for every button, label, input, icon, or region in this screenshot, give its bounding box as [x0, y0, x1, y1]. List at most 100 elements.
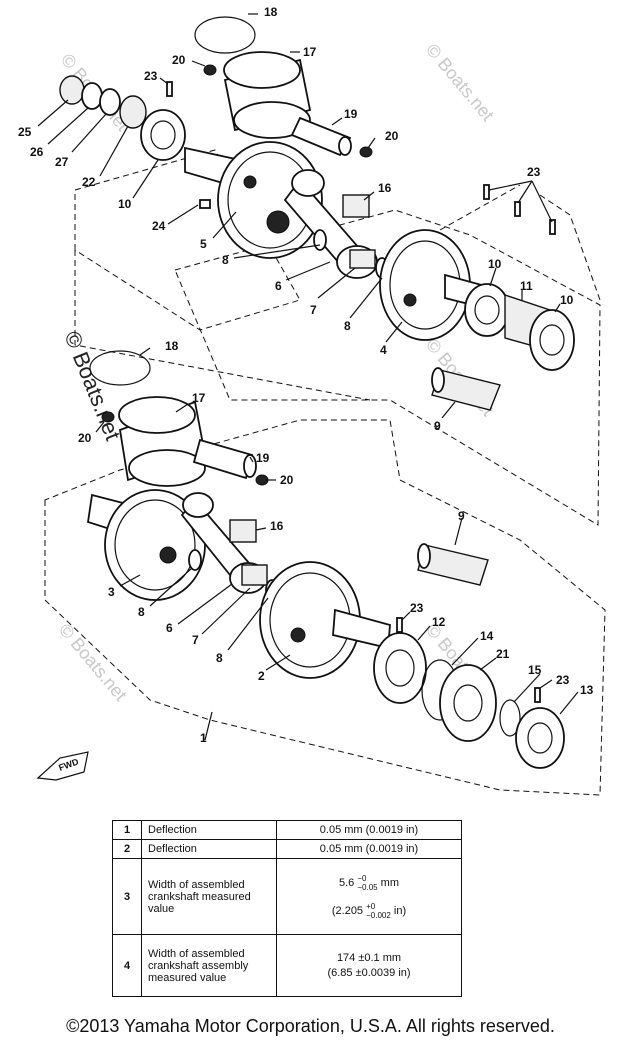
specification-table: 1 Deflection 0.05 mm (0.0019 in) 2 Defle…	[112, 820, 462, 997]
callout-12: 12	[432, 615, 446, 629]
crank-pin	[241, 564, 268, 586]
callout-10: 10	[118, 197, 132, 211]
piston-clip	[359, 146, 373, 158]
callout-23: 23	[527, 165, 541, 179]
callout-14: 14	[480, 629, 494, 643]
callout-13: 13	[580, 683, 594, 697]
main-bearing	[515, 707, 565, 769]
piston-ring	[89, 350, 151, 386]
row-number: 2	[112, 839, 142, 859]
row-number: 4	[112, 934, 142, 997]
value-line: (6.85 ±0.0039 in)	[327, 966, 411, 979]
lower-crank-assembly: FWD	[36, 350, 565, 781]
main-bearing	[140, 109, 186, 161]
callout-19: 19	[344, 107, 358, 121]
oil-seal	[59, 75, 85, 105]
callout-20: 20	[78, 431, 92, 445]
piston-ring	[194, 16, 256, 54]
callout-17: 17	[303, 45, 317, 59]
callout-17: 17	[192, 391, 206, 405]
callout-26: 26	[30, 145, 44, 159]
callout-21: 21	[496, 647, 510, 661]
callout-16: 16	[270, 519, 284, 533]
value-mm: 5.6 −0 −0.05 mm	[283, 874, 455, 892]
table-row: 2 Deflection 0.05 mm (0.0019 in)	[112, 839, 462, 859]
callout-4: 4	[380, 343, 387, 357]
table-row: 3 Width of assembled crankshaft measured…	[112, 858, 462, 935]
tolerance-lower: −0.002	[366, 910, 391, 920]
knock-pin	[514, 201, 521, 217]
callout-labels: 18 17 20 23 25 26 27 22 10 24 5 19 20 16…	[18, 5, 594, 745]
main-bearing	[373, 632, 427, 704]
callout-20: 20	[280, 473, 294, 487]
callout-20: 20	[172, 53, 186, 67]
leader-lines	[37, 13, 579, 741]
callout-18: 18	[165, 339, 179, 353]
item-value: 0.05 mm (0.0019 in)	[276, 820, 462, 840]
thrust-washer	[188, 549, 202, 571]
forward-arrow-icon: FWD	[36, 751, 89, 781]
row-number: 3	[112, 858, 142, 935]
item-label: Deflection	[141, 820, 277, 840]
tolerance-upper: +0	[366, 901, 376, 911]
main-bearing	[529, 309, 575, 371]
knock-pin	[534, 687, 541, 703]
row-number: 1	[112, 820, 142, 840]
crankshaft-exploded-diagram: © Boats.net © Boats.net © Boats.net © Bo…	[18, 5, 606, 796]
callout-19: 19	[256, 451, 270, 465]
callout-2: 2	[258, 669, 265, 683]
callout-22: 22	[82, 175, 96, 189]
item-label: Deflection	[141, 839, 277, 859]
callout-9: 9	[458, 509, 465, 523]
item-value: 5.6 −0 −0.05 mm (2.205 +0 −0.002 in)	[276, 858, 462, 935]
crank-wheel	[217, 141, 323, 259]
callout-23: 23	[556, 673, 570, 687]
callout-6: 6	[166, 621, 173, 635]
piston-clip	[101, 411, 115, 423]
item-label: Width of assembled crankshaft assembly m…	[141, 934, 277, 997]
table-row: 1 Deflection 0.05 mm (0.0019 in)	[112, 820, 462, 840]
callout-3: 3	[108, 585, 115, 599]
callout-11: 11	[520, 279, 533, 293]
piston-clip	[203, 64, 217, 76]
washer	[81, 82, 103, 110]
copyright-notice: ©2013 Yamaha Motor Corporation, U.S.A. A…	[66, 1016, 555, 1036]
callout-23: 23	[144, 69, 158, 83]
crank-pin-long	[431, 367, 501, 411]
circlip	[499, 699, 521, 737]
tolerance-upper: −0	[357, 873, 367, 883]
item-value: 0.05 mm (0.0019 in)	[276, 839, 462, 859]
knock-pin	[199, 199, 211, 209]
tolerance: +0 −0.002	[366, 902, 391, 920]
callout-25: 25	[18, 125, 32, 139]
forward-label: FWD	[57, 756, 80, 773]
callout-8: 8	[344, 319, 351, 333]
piston	[118, 396, 207, 487]
callout-18: 18	[264, 5, 278, 19]
watermark: © Boats.net	[422, 40, 498, 125]
unit: in)	[393, 904, 407, 917]
tolerance: −0 −0.05	[357, 874, 377, 892]
callout-15: 15	[528, 663, 542, 677]
crank-wheel	[104, 489, 206, 601]
needle-bearing	[229, 519, 257, 543]
value-number: 5.6	[339, 876, 355, 889]
knock-pin	[396, 617, 403, 633]
tolerance-lower: −0.05	[357, 882, 378, 892]
callout-10: 10	[560, 293, 574, 307]
oil-seal	[439, 664, 497, 742]
main-bearing	[464, 283, 510, 337]
collar	[99, 88, 121, 116]
piston	[223, 51, 312, 139]
crank-pin	[349, 249, 376, 269]
callout-8: 8	[222, 253, 229, 267]
bearing	[119, 95, 147, 129]
knock-pin	[549, 219, 556, 235]
watermark: © Boats.net	[55, 620, 131, 705]
piston-pin	[192, 438, 257, 480]
callout-24: 24	[152, 219, 166, 233]
callout-27: 27	[55, 155, 69, 169]
knock-pin	[166, 81, 173, 97]
callout-5: 5	[200, 237, 207, 251]
callout-7: 7	[192, 633, 199, 647]
